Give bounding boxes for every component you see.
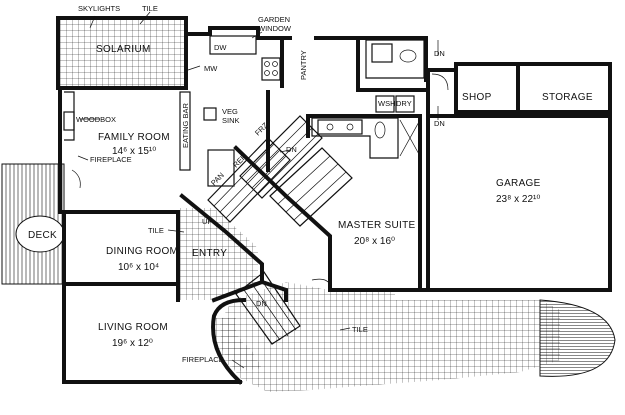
master-suite-dim: 20⁸ x 16⁰ [354, 236, 395, 247]
eating-bar-label: EATING BAR [181, 103, 190, 148]
family-room-dim: 14⁶ x 15¹⁰ [112, 146, 156, 157]
dn-laundry-label-1: DN [434, 49, 445, 58]
pantry-label: PANTRY [299, 50, 308, 80]
fixtures [63, 35, 421, 187]
dn-entry-label: DN [256, 299, 267, 308]
garage-dim: 23⁸ x 22¹⁰ [496, 194, 540, 205]
dining-room-label: DINING ROOM [106, 246, 178, 257]
walk-round-end [539, 299, 616, 377]
deck-label: DECK [28, 230, 57, 241]
family-room-label: FAMILY ROOM [98, 132, 170, 143]
dn-kitchen-label: DN [286, 145, 297, 154]
garden-window-label-1: GARDEN [258, 15, 290, 24]
wsh-label: WSH [378, 99, 396, 108]
woodbox-label: WOODBOX [76, 115, 116, 124]
living-room-dim: 19⁶ x 12⁰ [112, 338, 153, 349]
solarium-tile-floor [58, 18, 186, 88]
garage-label: GARAGE [496, 178, 541, 189]
dry-label: DRY [396, 99, 412, 108]
living-room-label: LIVING ROOM [98, 322, 168, 333]
mw-label: MW [204, 64, 218, 73]
garden-window-label-2: WINDOW [258, 24, 292, 33]
fireplace-family-label: FIREPLACE [90, 155, 132, 164]
veg-sink-label-2: SINK [222, 116, 240, 125]
dn-laundry-label-2: DN [434, 119, 445, 128]
veg-sink-label-1: VEG [222, 107, 238, 116]
storage-label: STORAGE [542, 92, 593, 103]
dining-room-dim: 10⁶ x 10⁴ [118, 262, 159, 273]
dining-tile-floor [178, 208, 258, 300]
dw-label: DW [214, 43, 227, 52]
entry-walk-tile [220, 282, 560, 392]
fireplace-living-label: FIREPLACE [182, 355, 224, 364]
leader-arrows [77, 11, 439, 369]
up-label: UP [202, 217, 212, 226]
master-suite-label: MASTER SUITE [338, 220, 416, 231]
shop-label: SHOP [462, 92, 492, 103]
stair-runs [207, 115, 353, 345]
skylights-label: SKYLIGHTS [78, 4, 120, 13]
entry-label: ENTRY [192, 248, 227, 259]
door-swings [71, 73, 449, 291]
tile-top-label: TILE [142, 4, 158, 13]
tile-walk-label: TILE [352, 325, 368, 334]
solarium-label: SOLARIUM [96, 44, 151, 55]
tile-dining-label: TILE [148, 226, 164, 235]
living-fireplace-hearth [211, 318, 262, 372]
